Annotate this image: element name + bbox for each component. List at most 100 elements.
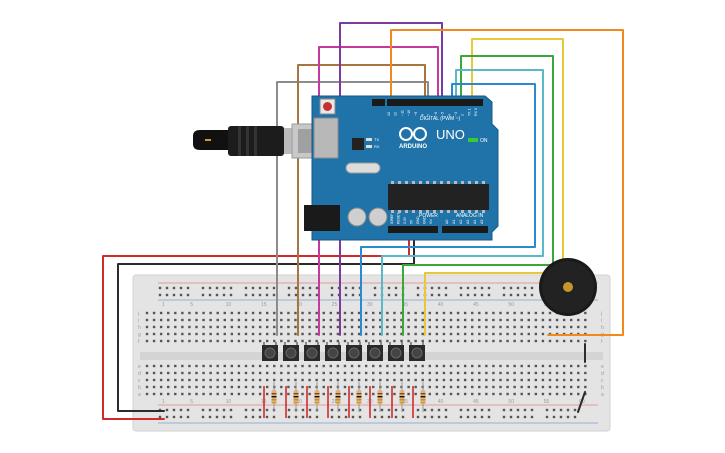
digital-pin-label: 8 (421, 114, 425, 116)
column-marker: 20 (296, 302, 302, 308)
column-marker: 45 (473, 302, 479, 308)
row-label: i (138, 318, 139, 324)
digital-pin-label: ~3 (454, 112, 458, 116)
column-marker: 1 (162, 302, 165, 308)
pushbutton[interactable] (262, 342, 278, 361)
column-marker: 25 (332, 302, 338, 308)
rx-label: RX (374, 144, 380, 149)
resistor (327, 382, 341, 418)
digital-pin-label: ~9 (414, 112, 418, 116)
wire-green (402, 55, 554, 336)
wire-teal (381, 69, 544, 336)
column-marker: 25 (332, 399, 338, 405)
column-marker: 5 (190, 399, 193, 405)
column-marker: 10 (226, 399, 232, 405)
analog-pin-label: A4 (473, 220, 477, 224)
column-marker: 40 (438, 399, 444, 405)
digital-pin-label: 7 (427, 114, 431, 116)
row-label: d (601, 371, 604, 377)
row-label: d (138, 371, 141, 377)
pushbuttons (262, 342, 425, 361)
pushbutton[interactable] (346, 342, 362, 361)
on-label: ON (480, 138, 488, 144)
wire-black-rail-2 (577, 391, 586, 413)
row-label: j (600, 311, 602, 317)
tx-label: TX (374, 137, 379, 142)
analog-label: ANALOG IN (456, 213, 484, 219)
row-label: a (601, 392, 604, 398)
resistor (391, 382, 405, 418)
digital-pin-label: ~11 (400, 110, 404, 116)
resistor (306, 382, 320, 418)
resistor (412, 382, 426, 418)
analog-pin-label: A5 (480, 220, 484, 224)
digital-pin-label: 2 (461, 114, 465, 116)
digital-pin-label: TX 1 (467, 108, 471, 116)
row-label: c (138, 378, 141, 384)
power-pin-label: Vin (429, 219, 433, 224)
row-label: e (138, 364, 141, 370)
row-label: i (601, 318, 602, 324)
usb-cable (193, 123, 315, 159)
digital-pin-label: RX 0 (474, 108, 478, 116)
power-label: POWER (419, 213, 438, 219)
resistor (263, 382, 277, 418)
resistor (285, 382, 299, 418)
wire-black-gnd (117, 230, 415, 412)
pushbutton[interactable] (388, 342, 404, 361)
column-marker: 10 (226, 302, 232, 308)
arduino-logo (399, 127, 427, 141)
wire-gray (276, 81, 429, 336)
row-label: a (138, 392, 141, 398)
piezo-buzzer (539, 258, 597, 316)
wire-yellow (424, 38, 564, 336)
resistor (369, 382, 383, 418)
pushbutton[interactable] (325, 342, 341, 361)
arduino-uno: ARDUINO UNO DIGITAL (PWM ~) POWER ANALOG… (304, 95, 499, 241)
resistors (263, 382, 426, 418)
column-marker: 55 (544, 399, 550, 405)
row-label: b (138, 385, 141, 391)
wire-blue (360, 83, 536, 336)
digital-pin-label: ~10 (407, 110, 411, 116)
digital-pin-label: 12 (394, 112, 398, 116)
resistor (348, 382, 362, 418)
digital-pin-label: 4 (447, 114, 451, 116)
row-label: h (138, 325, 141, 331)
pushbutton[interactable] (304, 342, 320, 361)
digital-pin-label: 13 (387, 112, 391, 116)
column-marker: 5 (190, 302, 193, 308)
column-marker: 35 (402, 399, 408, 405)
power-pin-label: RESET (397, 213, 401, 224)
row-label: e (601, 364, 604, 370)
wire-brown (297, 64, 426, 336)
analog-pin-label: A3 (466, 220, 470, 224)
column-marker: 30 (367, 302, 373, 308)
column-marker: 1 (162, 399, 165, 405)
column-marker: 40 (438, 302, 444, 308)
row-label: f (138, 339, 140, 345)
digital-pin-label: ~6 (434, 112, 438, 116)
row-label: c (601, 378, 604, 384)
row-label: b (601, 385, 604, 391)
pushbutton[interactable] (409, 342, 425, 361)
power-pin-label: 5V (410, 219, 414, 224)
power-pin-label: 3.3V (403, 216, 407, 224)
row-label: h (601, 325, 604, 331)
column-marker: 35 (402, 302, 408, 308)
chip-pins (391, 181, 485, 213)
pushbutton[interactable] (367, 342, 383, 361)
digital-header-label: DIGITAL (PWM ~) (420, 116, 460, 122)
pushbutton[interactable] (283, 342, 299, 361)
power-pin-label: IOREF (390, 214, 394, 224)
power-pin-label: GND (423, 216, 427, 224)
analog-pin-label: A0 (445, 220, 449, 224)
wire-orange (390, 29, 624, 336)
column-marker: 20 (296, 399, 302, 405)
row-label: j (137, 311, 139, 317)
column-marker: 50 (508, 399, 514, 405)
